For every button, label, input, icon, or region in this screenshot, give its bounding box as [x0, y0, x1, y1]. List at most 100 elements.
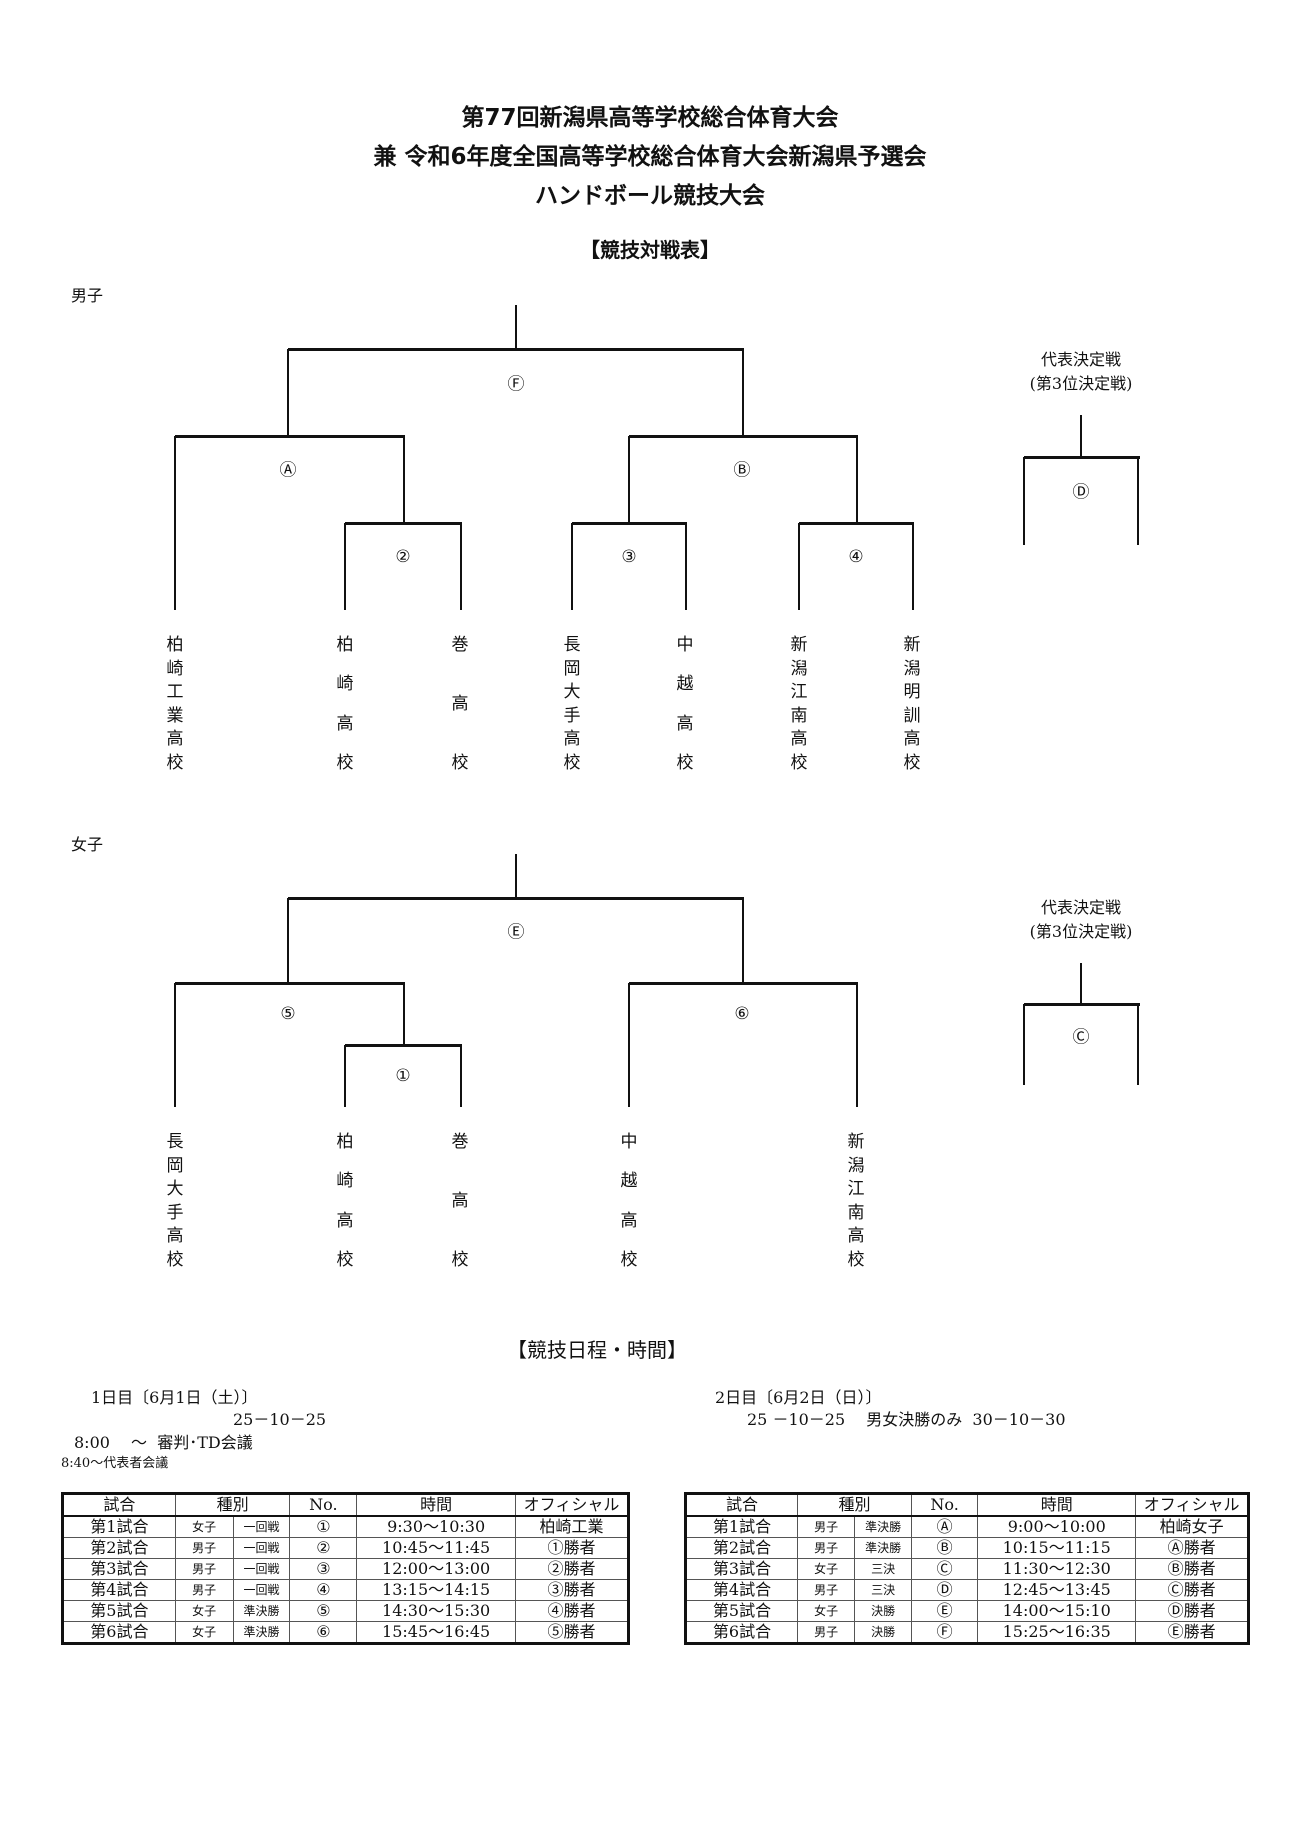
- team-name-char: 校: [166, 1249, 184, 1270]
- bracket-line: [742, 898, 744, 984]
- bracket-line: [1024, 1003, 1140, 1006]
- table-cell: 第2試合: [62, 1537, 176, 1559]
- column-header: 時間: [977, 1493, 1137, 1517]
- table-cell: Ⓔ勝者: [1135, 1621, 1249, 1644]
- table-cell: 柏崎女子: [1135, 1515, 1249, 1538]
- team-name-char: 高: [847, 1226, 865, 1247]
- team-name-char: 潟: [847, 1155, 865, 1176]
- table-cell: Ⓐ勝者: [1135, 1537, 1249, 1559]
- team-name-char: 高: [790, 729, 808, 750]
- team-name-char: 中: [676, 635, 694, 655]
- column-header: 試合: [685, 1493, 798, 1517]
- table-cell: 決勝: [854, 1600, 912, 1622]
- day1-format: 25－10－25: [233, 1410, 327, 1429]
- table-cell: ①勝者: [515, 1537, 629, 1559]
- bracket-line: [1023, 1004, 1025, 1085]
- team-name-char: 高: [563, 729, 581, 750]
- schedule-heading: 【競技日程・時間】: [507, 1338, 687, 1362]
- column-header: オフィシャル: [1135, 1493, 1249, 1517]
- table-cell: Ⓕ: [910, 1621, 979, 1644]
- bracket-line: [288, 348, 744, 351]
- day2-format: 25 －10－25 男女決勝のみ 30－10－30: [747, 1410, 1066, 1429]
- bracket-line: [344, 523, 346, 610]
- team-name: 巻高校: [448, 636, 472, 772]
- table-cell: 男子: [796, 1515, 856, 1538]
- table-cell: 男子: [796, 1621, 856, 1644]
- bracket-line: [174, 983, 176, 1107]
- match-label-semi-right: Ⓑ: [733, 460, 751, 481]
- bracket-heading: 【競技対戦表】: [580, 238, 720, 262]
- team-name-char: 高: [620, 1210, 638, 1231]
- team-name: 巻高校: [448, 1133, 472, 1269]
- table-cell: Ⓓ勝者: [1135, 1600, 1249, 1622]
- team-name-char: 高: [166, 1226, 184, 1247]
- table-cell: 女子: [796, 1600, 856, 1622]
- team-name-char: 中: [620, 1132, 638, 1152]
- column-header: No.: [289, 1493, 358, 1517]
- table-cell: 9:00～10:00: [977, 1515, 1137, 1538]
- third-place-subtitle: (第3位決定戦): [1029, 374, 1133, 393]
- team-name-char: 業: [166, 705, 184, 726]
- table-cell: 13:15～14:15: [356, 1579, 517, 1601]
- table-cell: Ⓒ: [910, 1558, 979, 1580]
- bracket-line: [1080, 963, 1082, 1004]
- team-name-char: 崎: [336, 1171, 354, 1192]
- team-name-char: 訓: [903, 705, 921, 726]
- table-cell: Ⓐ: [910, 1515, 979, 1538]
- table-cell: 10:15～11:15: [977, 1537, 1137, 1559]
- match-label-semi-left: ⑤: [280, 1004, 296, 1024]
- table-cell: 第3試合: [62, 1558, 176, 1580]
- title-line-1: 第77回新潟県高等学校総合体育大会: [461, 105, 839, 131]
- table-cell: 女子: [174, 1600, 234, 1622]
- match-label-third: Ⓒ: [1072, 1027, 1090, 1048]
- team-name-char: 高: [166, 729, 184, 750]
- third-place-title: 代表決定戦: [1040, 898, 1122, 917]
- bracket-line: [572, 522, 687, 525]
- table-cell: Ⓒ勝者: [1135, 1579, 1249, 1601]
- team-name-char: 手: [563, 705, 581, 726]
- bracket-line: [912, 523, 914, 610]
- bracket-line: [799, 522, 914, 525]
- team-name-char: 校: [336, 1249, 354, 1270]
- team-name-char: 校: [790, 752, 808, 773]
- table-cell: ⑥: [289, 1621, 358, 1644]
- column-header: 種別: [174, 1493, 291, 1517]
- bracket-line: [345, 522, 462, 525]
- table-cell: 男子: [174, 1579, 234, 1601]
- match-label-3: ③: [621, 547, 637, 567]
- bracket-line: [1137, 457, 1139, 545]
- team-name-char: 校: [451, 753, 469, 773]
- table-cell: Ⓓ: [910, 1579, 979, 1601]
- table-cell: 第1試合: [62, 1515, 176, 1538]
- bracket-line: [628, 436, 630, 524]
- team-name-char: 江: [847, 1179, 865, 1200]
- team-name-char: 南: [847, 1202, 865, 1223]
- bracket-line: [515, 854, 517, 898]
- table-cell: Ⓑ勝者: [1135, 1558, 1249, 1580]
- table-cell: 女子: [796, 1558, 856, 1580]
- team-name-char: 校: [451, 1250, 469, 1270]
- table-cell: 男子: [796, 1537, 856, 1559]
- bracket-line: [174, 436, 176, 610]
- table-cell: ③: [289, 1558, 358, 1580]
- column-header: 試合: [62, 1493, 176, 1517]
- table-cell: 第4試合: [62, 1579, 176, 1601]
- team-name: 長岡大手高校: [163, 1133, 187, 1269]
- table-cell: ④: [289, 1579, 358, 1601]
- team-name: 新潟江南高校: [844, 1133, 868, 1269]
- bracket-line: [685, 523, 687, 610]
- bracket-line: [345, 1044, 462, 1047]
- table-cell: 三決: [854, 1558, 912, 1580]
- table-cell: 12:45～13:45: [977, 1579, 1137, 1601]
- girls-label: 女子: [71, 835, 104, 854]
- table-cell: ④勝者: [515, 1600, 629, 1622]
- bracket-line: [403, 983, 405, 1045]
- team-name-char: 長: [563, 635, 581, 655]
